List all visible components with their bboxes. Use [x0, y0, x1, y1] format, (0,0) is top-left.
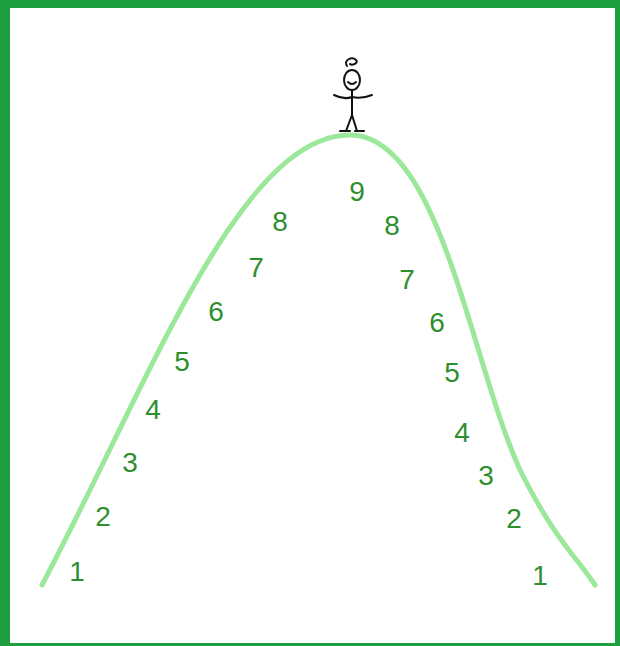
- step-number: 6: [208, 298, 224, 326]
- step-number: 7: [399, 266, 415, 294]
- frame-left: [0, 0, 10, 646]
- step-number: 3: [122, 449, 138, 477]
- step-number: 7: [248, 254, 264, 282]
- frame-bottom: [0, 643, 620, 646]
- stick-figure: [334, 58, 372, 131]
- step-number: 5: [174, 348, 190, 376]
- step-number: 5: [444, 359, 460, 387]
- step-number: 8: [272, 208, 288, 236]
- arms: [334, 95, 372, 98]
- step-number: 3: [478, 462, 494, 490]
- legs: [346, 115, 357, 131]
- frame-top: [0, 0, 620, 8]
- step-number: 8: [384, 212, 400, 240]
- bell-curve: [42, 135, 595, 585]
- smile: [348, 82, 356, 84]
- step-number: 4: [454, 419, 470, 447]
- step-number: 1: [69, 558, 85, 586]
- body: [351, 90, 353, 115]
- step-number: 4: [145, 396, 161, 424]
- feet: [340, 130, 364, 132]
- frame-right: [615, 0, 620, 646]
- hair-curl: [346, 58, 357, 66]
- step-number: 6: [429, 309, 445, 337]
- step-number: 2: [506, 505, 522, 533]
- head: [344, 70, 360, 90]
- step-number: 1: [532, 562, 548, 590]
- step-number: 2: [95, 503, 111, 531]
- step-number: 9: [349, 178, 365, 206]
